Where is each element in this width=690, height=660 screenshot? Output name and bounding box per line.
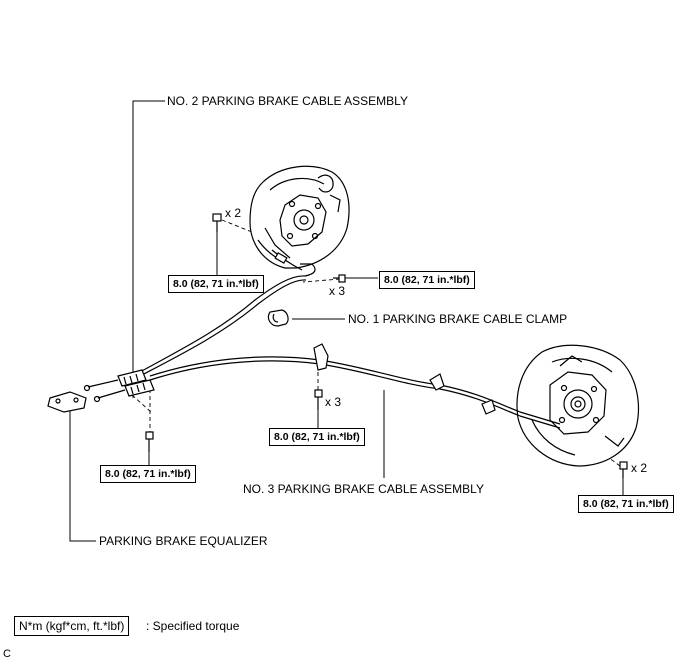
label-no3-cable: NO. 3 PARKING BRAKE CABLE ASSEMBLY bbox=[243, 482, 484, 496]
torque-lower-right: 8.0 (82, 71 in.*lbf) bbox=[578, 495, 674, 513]
label-equalizer: PARKING BRAKE EQUALIZER bbox=[99, 534, 268, 548]
bolt-upper-left bbox=[212, 213, 222, 232]
bolt-lower-left bbox=[145, 431, 154, 452]
bolts bbox=[145, 213, 628, 478]
qty-lower-right: x 2 bbox=[631, 461, 648, 475]
upper-backing-plate bbox=[249, 165, 350, 269]
label-no2-cable: NO. 2 PARKING BRAKE CABLE ASSEMBLY bbox=[167, 94, 408, 108]
qty-center: x 3 bbox=[325, 395, 342, 409]
qty-upper-left: x 2 bbox=[225, 206, 242, 220]
leader-lines bbox=[69, 100, 385, 542]
torque-upper-right: 8.0 (82, 71 in.*lbf) bbox=[379, 271, 475, 289]
torque-connectors bbox=[148, 232, 624, 495]
legend-description: : Specified torque bbox=[146, 619, 240, 633]
no2-cable bbox=[83, 249, 316, 392]
corner-code: C bbox=[3, 648, 11, 660]
torque-upper-left: 8.0 (82, 71 in.*lbf) bbox=[168, 275, 264, 293]
legend-unit-box: N*m (kgf*cm, ft.*lbf) bbox=[14, 616, 130, 636]
bolt-lower-right bbox=[619, 461, 628, 478]
qty-upper-right: x 3 bbox=[329, 284, 346, 298]
bolt-center bbox=[314, 389, 323, 410]
lower-backing-plate bbox=[516, 344, 639, 467]
torque-lower-left: 8.0 (82, 71 in.*lbf) bbox=[100, 465, 196, 483]
torque-center: 8.0 (82, 71 in.*lbf) bbox=[269, 428, 365, 446]
cable-clamp-part bbox=[267, 309, 289, 327]
bolt-upper-right bbox=[333, 274, 346, 283]
equalizer-part bbox=[47, 391, 87, 413]
no3-cable bbox=[93, 343, 561, 429]
label-no1-clamp: NO. 1 PARKING BRAKE CABLE CLAMP bbox=[348, 312, 568, 326]
